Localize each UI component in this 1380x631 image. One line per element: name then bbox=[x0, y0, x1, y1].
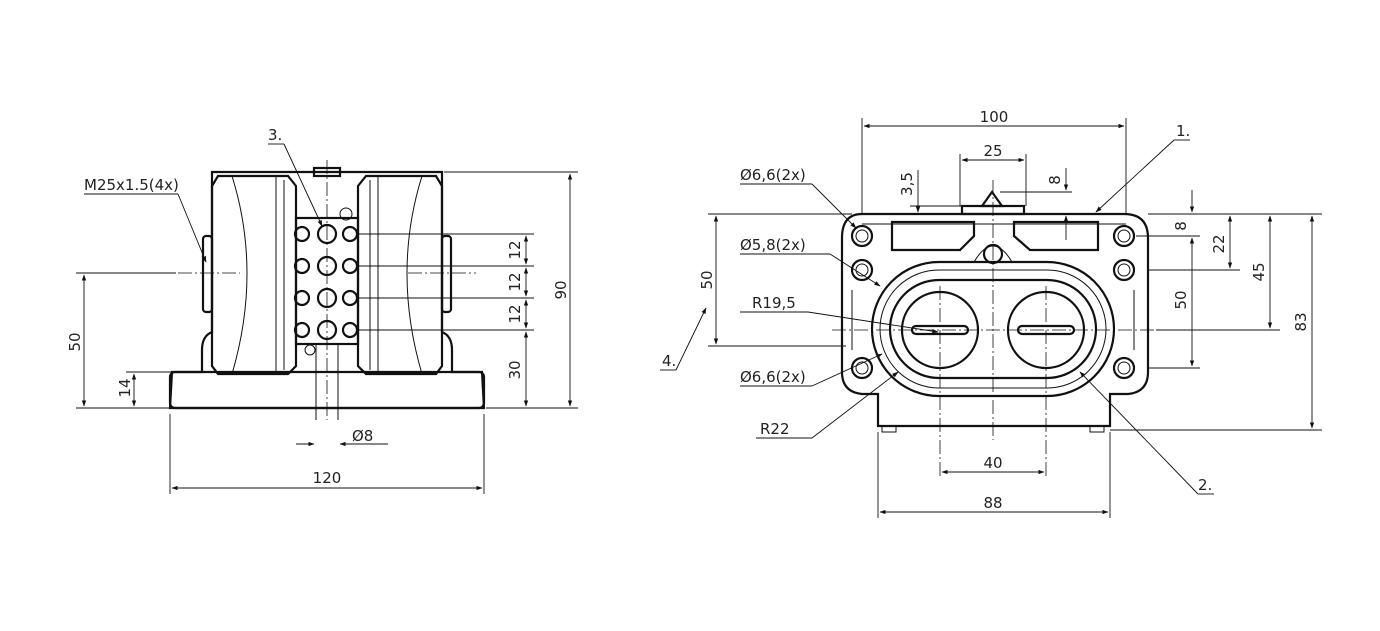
dim-terminal-base: 30 bbox=[506, 360, 524, 379]
dim-left-50: 50 bbox=[698, 270, 716, 289]
dim-overall-width: 120 bbox=[313, 469, 342, 487]
callout-item-4: 4. bbox=[662, 352, 676, 370]
dim-right-45: 45 bbox=[1250, 262, 1268, 281]
dim-pitch-2: 12 bbox=[506, 272, 524, 291]
dim-right-8: 8 bbox=[1172, 221, 1190, 231]
right-housing-block bbox=[356, 174, 444, 376]
dim-right-overall-width: 100 bbox=[980, 108, 1009, 126]
left-gland bbox=[201, 234, 214, 314]
top-left-pocket bbox=[890, 220, 976, 252]
left-housing-block bbox=[210, 174, 298, 376]
dim-bottom-40: 40 bbox=[983, 454, 1002, 472]
dim-right-83: 83 bbox=[1292, 312, 1310, 331]
dim-axis-height: 50 bbox=[66, 332, 84, 351]
mounting-holes bbox=[850, 224, 1136, 380]
dim-right-50: 50 bbox=[1172, 290, 1190, 309]
right-gland bbox=[440, 234, 453, 314]
dim-base-height: 14 bbox=[116, 378, 134, 397]
left-body-outline bbox=[168, 170, 486, 410]
dim-pitch-3: 12 bbox=[506, 304, 524, 323]
dim-pitch-1: 12 bbox=[506, 240, 524, 259]
top-right-pocket bbox=[1012, 220, 1100, 252]
callout-item-3: 3. bbox=[268, 126, 282, 144]
callout-thread: M25x1.5(4x) bbox=[84, 176, 179, 194]
right-view: 100 25 3,5 8 8 22 45 50 83 bbox=[660, 108, 1322, 518]
terminal-screws bbox=[293, 223, 359, 341]
dim-hole-dia: Ø8 bbox=[352, 427, 373, 445]
left-view: 90 12 12 12 30 50 14 120 bbox=[66, 126, 578, 494]
callout-hole-c: Ø6,6(2x) bbox=[740, 368, 806, 386]
callout-radius-small: R19,5 bbox=[752, 294, 796, 312]
callout-item-1: 1. bbox=[1176, 122, 1190, 140]
terminal-pitch-dims bbox=[358, 233, 534, 407]
dim-bottom-88: 88 bbox=[983, 494, 1002, 512]
right-body-outline bbox=[840, 212, 1150, 428]
callout-hole-b: Ø5,8(2x) bbox=[740, 236, 806, 254]
dim-top-offset-left: 3,5 bbox=[898, 172, 916, 196]
callout-radius-large: R22 bbox=[760, 420, 790, 438]
actuator-nub bbox=[979, 190, 1005, 208]
callout-hole-a: Ø6,6(2x) bbox=[740, 166, 806, 184]
dim-right-22: 22 bbox=[1210, 234, 1228, 253]
dim-top-width: 25 bbox=[983, 142, 1002, 160]
dim-overall-height: 90 bbox=[552, 280, 570, 299]
dim-top-offset-right: 8 bbox=[1046, 175, 1064, 185]
callout-item-2: 2. bbox=[1198, 476, 1212, 494]
